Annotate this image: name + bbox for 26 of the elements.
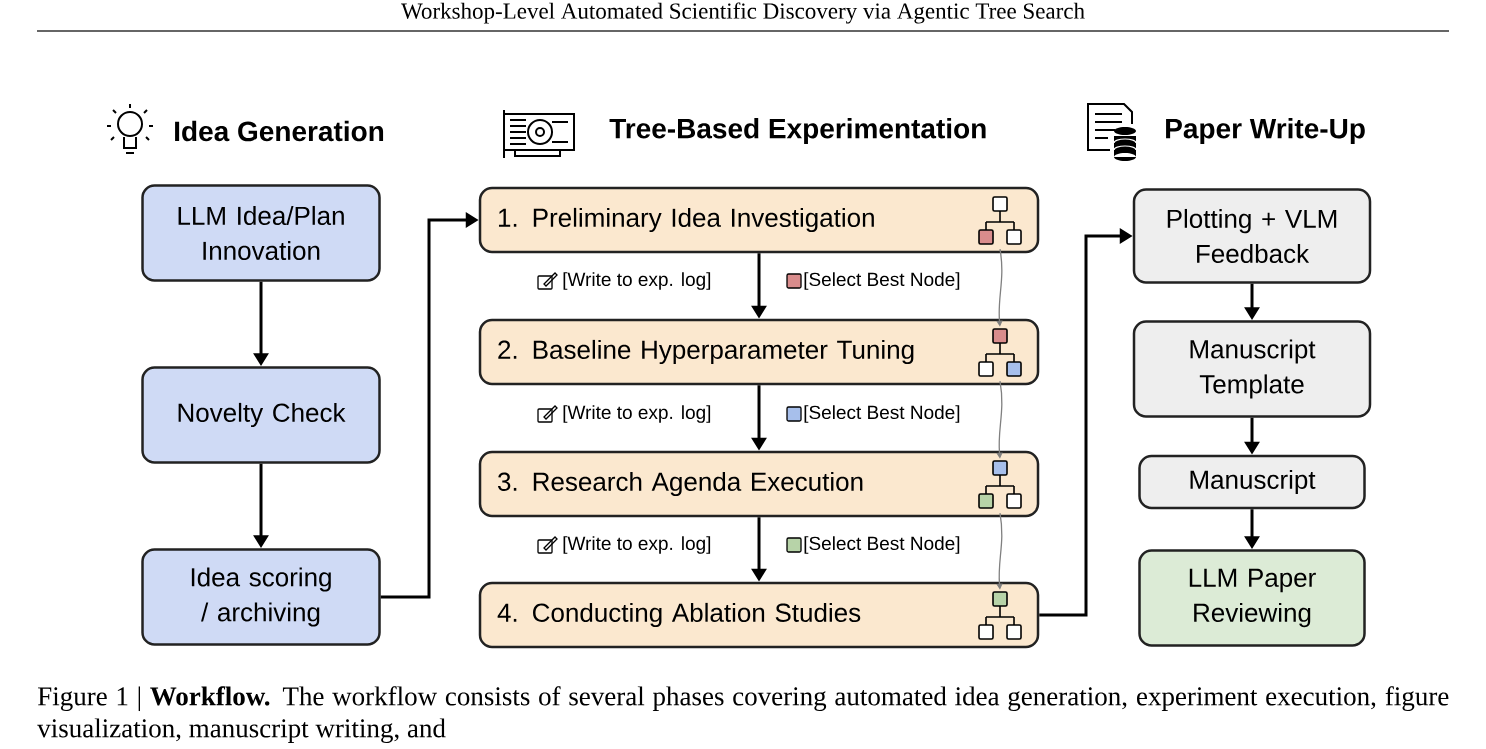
process-box: 2. Baseline Hyperparameter Tuning bbox=[478, 318, 1040, 386]
process-box: Novelty Check bbox=[141, 366, 381, 464]
process-box: LLM Idea/Plan Innovation bbox=[141, 184, 381, 282]
annotation: [Select Best Node] bbox=[804, 536, 960, 554]
tree-icon bbox=[978, 591, 1022, 640]
annotation: [Write to exp. log] bbox=[563, 272, 711, 290]
annotation: [Select Best Node] bbox=[804, 272, 960, 290]
process-box: Plotting + VLM Feedback bbox=[1132, 188, 1372, 284]
tree-icon bbox=[978, 460, 1022, 509]
process-box: 3. Research Agenda Execution bbox=[478, 450, 1040, 518]
process-box: 1. Preliminary Idea Investigation bbox=[478, 186, 1040, 254]
running-header: Workshop-Level Automated Scientific Discovery via Agentic Tree Search bbox=[401, 2, 1085, 24]
process-box: Manuscript bbox=[1138, 454, 1366, 510]
process-box: Idea scoring / archiving bbox=[141, 548, 381, 646]
process-box: 4. Conducting Ablation Studies bbox=[478, 581, 1040, 649]
section-heading: Tree-Based Experimentation bbox=[609, 117, 986, 145]
section-heading: Idea Generation bbox=[175, 120, 384, 142]
figure-caption: Figure 1 | Workflow. The workflow consists of several phases covering automated idea generation, experiment execution, figure visualization, manuscript writing, and bbox=[37, 686, 1449, 744]
tree-icon bbox=[978, 328, 1022, 377]
process-box: Manuscript Template bbox=[1132, 320, 1372, 418]
section-heading: Paper Write-Up bbox=[1166, 117, 1365, 145]
annotation: [Select Best Node] bbox=[804, 405, 960, 423]
tree-icon bbox=[978, 196, 1022, 245]
annotation: [Write to exp. log] bbox=[563, 536, 711, 554]
annotation: [Write to exp. log] bbox=[563, 405, 711, 423]
process-box: LLM Paper Reviewing bbox=[1138, 549, 1366, 647]
